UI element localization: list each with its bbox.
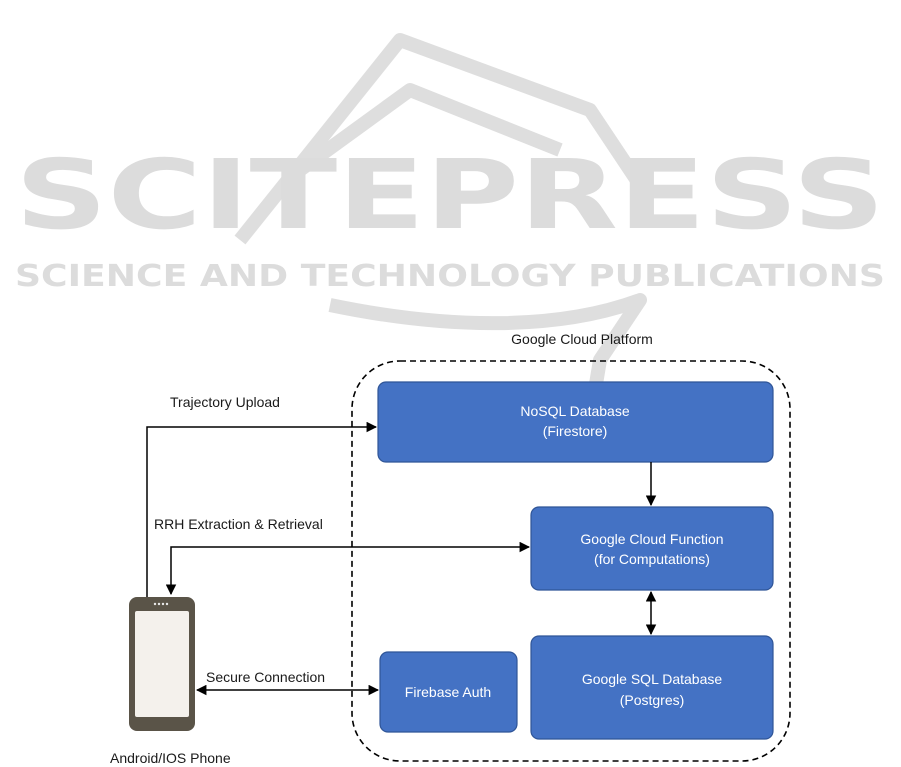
cloud-function-box: Google Cloud Function (for Computations) — [531, 507, 773, 590]
firebase-auth-label: Firebase Auth — [405, 684, 491, 700]
nosql-database-box: NoSQL Database (Firestore) — [378, 382, 773, 462]
watermark-subtitle: SCIENCE AND TECHNOLOGY PUBLICATIONS — [15, 259, 885, 294]
phone-icon — [129, 597, 195, 731]
arrow-trajectory-upload — [147, 427, 376, 598]
sql-database-label: Google SQL Database — [582, 671, 723, 687]
phone-label: Android/IOS Phone — [110, 750, 231, 766]
sql-database-box: Google SQL Database (Postgres) — [531, 636, 773, 739]
rrh-retrieval-label: RRH Extraction & Retrieval — [154, 516, 323, 532]
nosql-database-label: NoSQL Database — [520, 403, 629, 419]
cloud-function-sublabel: (for Computations) — [594, 551, 710, 567]
sql-database-sublabel: (Postgres) — [620, 692, 685, 708]
watermark-title: SCITEPRESS — [15, 139, 885, 251]
cloud-title: Google Cloud Platform — [511, 331, 653, 347]
secure-connection-label: Secure Connection — [206, 669, 325, 685]
arrow-rrh-retrieval — [171, 547, 529, 594]
trajectory-upload-label: Trajectory Upload — [170, 394, 280, 410]
nosql-database-sublabel: (Firestore) — [543, 423, 608, 439]
firebase-auth-box: Firebase Auth — [380, 652, 517, 732]
cloud-function-label: Google Cloud Function — [580, 531, 723, 547]
